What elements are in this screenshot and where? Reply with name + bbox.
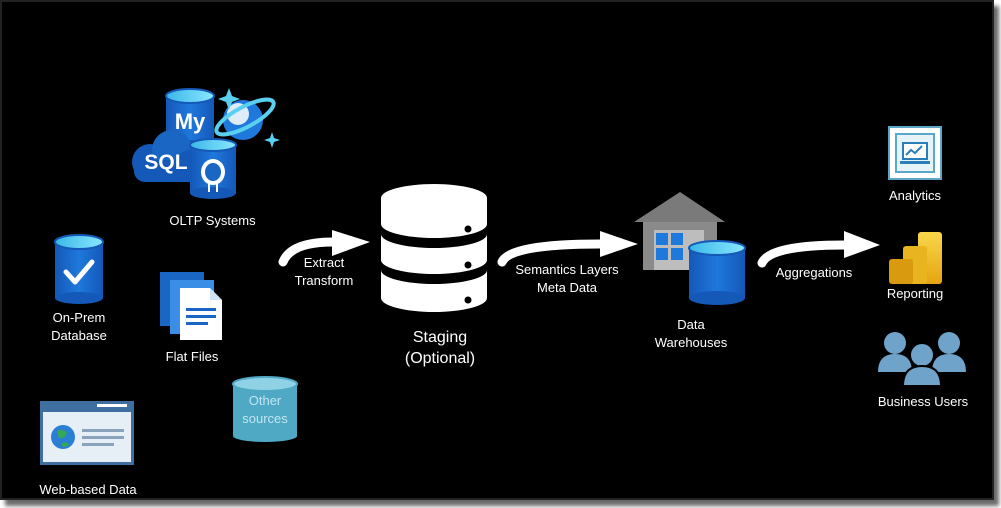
mysql-icon-text: My (174, 109, 206, 134)
diagram-canvas (0, 0, 994, 500)
flat-files-icon (160, 272, 222, 340)
postgresql-db-icon (189, 138, 237, 199)
semantics-label: Semantics Layers Meta Data (515, 262, 619, 295)
onprem-label: On-Prem Database (51, 310, 107, 343)
analytics-label: Analytics (888, 188, 942, 203)
arrow-extract-transform (278, 230, 370, 267)
business-users-label: Business Users (877, 394, 969, 409)
arrow-aggregations (757, 231, 880, 268)
other-sources-icon (232, 376, 298, 442)
web-data-icon (40, 401, 134, 465)
cosmos-db-icon (214, 88, 280, 148)
users-icon (878, 332, 966, 387)
reporting-label: Reporting (886, 286, 944, 301)
aggregations-label: Aggregations (775, 265, 853, 280)
staging-db-icon (381, 184, 487, 312)
arrow-semantics (497, 231, 638, 267)
staging-label: Staging (Optional) (404, 329, 476, 367)
flatfiles-label: Flat Files (165, 349, 219, 364)
analytics-icon (888, 126, 942, 180)
web-data-label: Web-based Data (39, 482, 137, 497)
other-sources-label: Other sources (242, 393, 288, 426)
oltp-label: OLTP Systems (169, 213, 256, 228)
warehouses-label: Data Warehouses (654, 317, 728, 350)
onprem-db-icon (54, 234, 104, 304)
extract-transform-label: Extract Transform (294, 255, 354, 288)
sql-icon-text: SQL (144, 151, 188, 174)
powerbi-icon (889, 232, 942, 284)
warehouse-db-icon (688, 240, 746, 305)
